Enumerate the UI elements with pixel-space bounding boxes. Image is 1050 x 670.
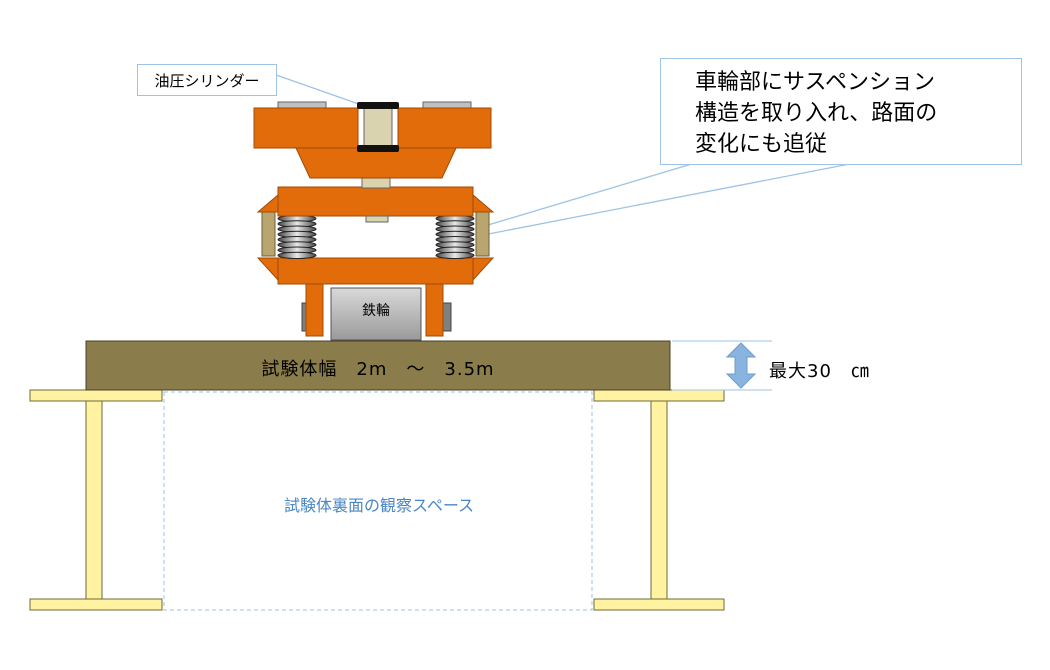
hydraulic-cylinder-label: 油圧シリンダー (154, 71, 260, 90)
left-suspension-spring (277, 215, 317, 259)
hydraulic-cylinder-callout: 油圧シリンダー (137, 64, 277, 96)
thickness-arrow (672, 340, 772, 391)
specimen-width-label: 試験体幅 2m ～ 3.5m (261, 359, 495, 380)
spring-coil (435, 251, 475, 259)
right-i-beam (593, 389, 725, 611)
observation-space-area (163, 391, 593, 611)
iron-wheel (330, 287, 422, 341)
suspension-leader-line-bottom (477, 161, 861, 237)
hydraulic-cylinder (363, 107, 393, 147)
max-thickness-label: 最大30 ㎝ (769, 361, 870, 382)
left-i-beam (29, 389, 163, 611)
suspension-leader-line-top (477, 159, 706, 229)
suspension-line-3: 変化にも追従 (695, 132, 828, 157)
suspension-line-2: 構造を取り入れ、路面の (695, 101, 938, 126)
suspension-callout: 車輪部にサスペンション 構造を取り入れ、路面の 変化にも追従 (660, 58, 1022, 165)
wheel-assembly (301, 281, 452, 341)
suspension-line-1: 車輪部にサスペンション (695, 70, 936, 95)
hydraulic-cylinder-assembly (253, 101, 492, 179)
right-suspension-spring (435, 215, 475, 259)
right-guide-post (475, 211, 490, 257)
observation-space-label: 試験体裏面の観察スペース (283, 496, 475, 515)
upper-frame (256, 177, 495, 223)
left-guide-post (261, 211, 276, 257)
lower-frame (256, 257, 495, 285)
spring-coil (277, 251, 317, 259)
specimen-slab (85, 340, 671, 391)
cylinder-leader-line (261, 69, 371, 109)
iron-wheel-label: 鉄輪 (362, 303, 390, 319)
